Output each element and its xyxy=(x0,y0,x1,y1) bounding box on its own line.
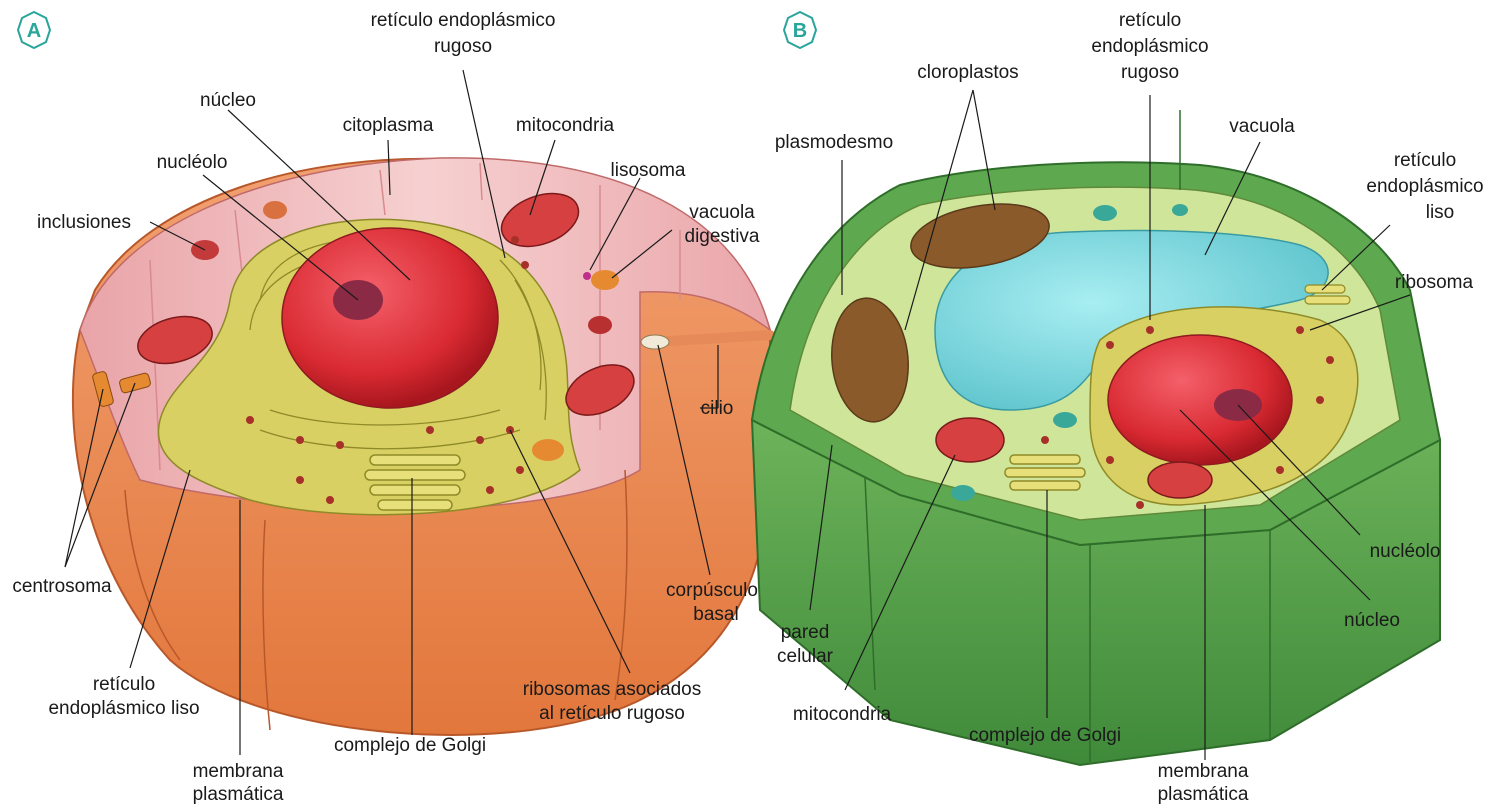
label-a-basal-body-2: basal xyxy=(693,604,738,625)
label-b-cell-wall-2: celular xyxy=(777,646,834,667)
label-a-digestive-vacuole-1: vacuola xyxy=(689,202,755,223)
label-b-ser-3: liso xyxy=(1426,202,1455,223)
label-a-membrane-2: plasmática xyxy=(193,784,284,805)
label-a-cytoplasm: citoplasma xyxy=(343,115,434,136)
label-a-ribosomes-2: al retículo rugoso xyxy=(539,703,685,724)
plant-cell-panel: B xyxy=(752,10,1484,805)
label-a-digestive-vacuole-2: digestiva xyxy=(685,226,760,247)
animal-cell-panel: A xyxy=(12,10,770,805)
label-a-inclusions: inclusiones xyxy=(37,212,131,233)
animal-nucleus xyxy=(282,228,498,408)
label-b-ser-2: endoplásmico xyxy=(1366,176,1483,197)
label-b-cell-wall-1: pared xyxy=(781,622,830,643)
plant-mitochondrion xyxy=(936,418,1004,462)
plant-mitochondrion-2 xyxy=(1148,462,1212,498)
label-a-centrosome: centrosoma xyxy=(12,576,112,597)
label-b-nucleolus: nucléolo xyxy=(1370,541,1441,562)
label-a-ser-1: retículo xyxy=(93,674,155,695)
label-b-plasmodesm: plasmodesmo xyxy=(775,132,893,153)
label-b-rer-2: endoplásmico xyxy=(1091,36,1208,57)
panel-a-badge-text: A xyxy=(27,20,41,42)
label-a-nucleolus: nucléolo xyxy=(157,152,228,173)
label-b-mitochondria: mitocondria xyxy=(793,704,892,725)
label-b-vacuole: vacuola xyxy=(1229,116,1295,137)
animal-cilium xyxy=(655,335,770,342)
label-a-ser-2: endoplásmico liso xyxy=(48,698,199,719)
label-b-membrane-2: plasmática xyxy=(1158,784,1249,805)
label-a-mitochondria: mitocondria xyxy=(516,115,615,136)
label-b-nucleus: núcleo xyxy=(1344,610,1400,631)
label-b-chloroplasts: cloroplastos xyxy=(917,62,1018,83)
label-a-rer-1: retículo endoplásmico xyxy=(371,10,556,31)
label-a-ribosomes-1: ribosomas asociados xyxy=(523,679,701,700)
label-b-membrane-1: membrana xyxy=(1158,761,1249,782)
label-a-rer-2: rugoso xyxy=(434,36,492,57)
animal-basal-body xyxy=(641,335,669,349)
label-a-nucleus: núcleo xyxy=(200,90,256,111)
label-a-basal-body-1: corpúsculo xyxy=(666,580,758,601)
label-a-cilium: cilio xyxy=(701,398,734,419)
label-a-membrane-1: membrana xyxy=(193,761,284,782)
panel-a-badge: A xyxy=(18,12,50,48)
label-a-lysosome: lisosoma xyxy=(611,160,686,181)
label-b-golgi: complejo de Golgi xyxy=(969,725,1121,746)
plant-nucleus xyxy=(1108,335,1292,465)
panel-b-badge-text: B xyxy=(793,20,807,42)
label-b-ribosome: ribosoma xyxy=(1395,272,1474,293)
label-b-rer-3: rugoso xyxy=(1121,62,1179,83)
panel-b-badge: B xyxy=(784,12,816,48)
label-a-golgi: complejo de Golgi xyxy=(334,735,486,756)
label-b-ser-1: retículo xyxy=(1394,150,1456,171)
plant-golgi xyxy=(1005,455,1085,490)
label-b-rer-1: retículo xyxy=(1119,10,1181,31)
